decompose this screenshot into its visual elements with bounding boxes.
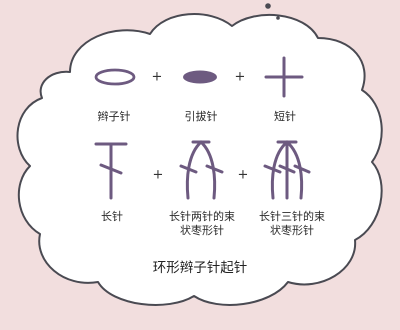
dc3-cluster-icon	[263, 140, 311, 200]
dc2-cluster-label: 长针两针的束 状枣形针	[169, 210, 235, 238]
single-crochet-icon	[264, 56, 304, 98]
plus-sign: +	[151, 69, 163, 85]
slip-stitch-icon	[183, 70, 217, 84]
double-crochet-label: 长针	[101, 210, 123, 223]
thought-dot	[265, 3, 271, 9]
dc3-cluster-label-line1: 长针三针的束	[259, 210, 325, 223]
thought-dot	[276, 16, 280, 20]
double-crochet-icon	[94, 142, 128, 200]
chain-stitch-icon	[94, 68, 136, 86]
dc2-cluster-label-line2: 状枣形针	[180, 224, 224, 237]
slip-stitch-label: 引拔针	[184, 110, 218, 123]
plus-sign: +	[237, 167, 249, 183]
single-crochet-label: 短针	[274, 110, 296, 123]
plus-sign: +	[152, 167, 164, 183]
dc3-cluster-label-line2: 状枣形针	[270, 224, 314, 237]
dc2-cluster-icon	[179, 140, 224, 200]
diagram-title: 环形辫子针起针	[152, 260, 248, 276]
dc2-cluster-label-line1: 长针两针的束	[169, 210, 235, 223]
chain-stitch-label: 辫子针	[97, 110, 131, 123]
plus-sign: +	[234, 69, 246, 85]
dc3-cluster-label: 长针三针的束 状枣形针	[259, 210, 325, 238]
